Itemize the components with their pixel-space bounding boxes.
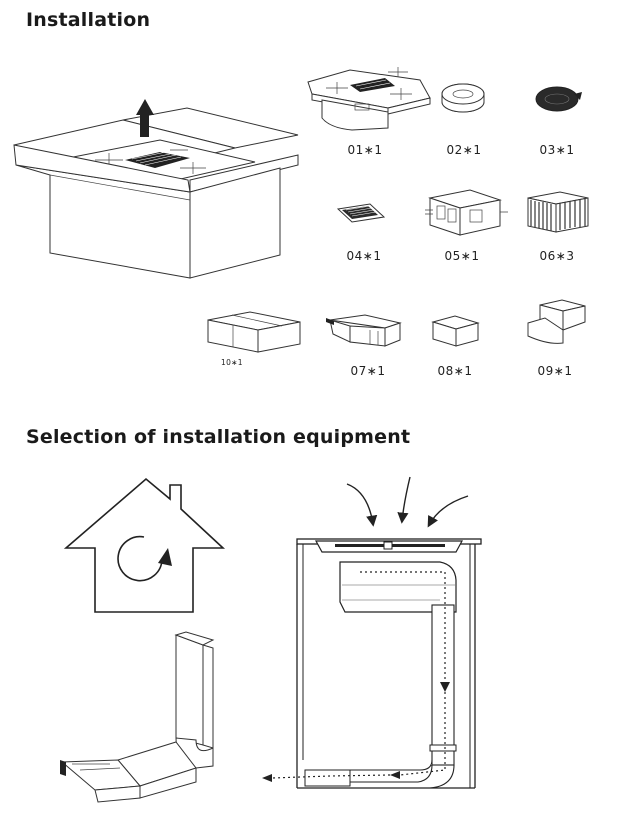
part-07-duct-connector: [326, 314, 402, 347]
part-09-elbow: [527, 299, 586, 344]
part-label-01: 01∗1: [347, 143, 383, 157]
selection-heading: Selection of installation equipment: [26, 426, 411, 448]
part-03-round-seal: [535, 86, 582, 112]
part-08-short-duct: [431, 315, 480, 347]
part-label-05: 05∗1: [444, 249, 480, 263]
recirculation-house-icon: [63, 477, 226, 613]
part-01-hob: [307, 67, 431, 131]
cabinet-cross-section: [262, 476, 482, 789]
part-06-filter: [527, 191, 589, 233]
part-label-10: 10∗1: [221, 358, 243, 367]
part-label-04: 04∗1: [346, 249, 382, 263]
part-10-flat-duct: [207, 311, 301, 353]
part-label-08: 08∗1: [437, 364, 473, 378]
part-02-tape-roll: [441, 83, 485, 113]
part-label-09: 09∗1: [537, 364, 573, 378]
packaging-box-illustration: [13, 99, 299, 279]
part-04-grille: [336, 203, 386, 223]
installation-heading: Installation: [26, 9, 151, 31]
duct-assembly-illustration: [60, 631, 215, 803]
part-05-fan-unit: [425, 189, 508, 236]
part-label-07: 07∗1: [350, 364, 386, 378]
part-label-03: 03∗1: [539, 143, 575, 157]
part-label-06: 06∗3: [539, 249, 575, 263]
part-label-02: 02∗1: [446, 143, 482, 157]
